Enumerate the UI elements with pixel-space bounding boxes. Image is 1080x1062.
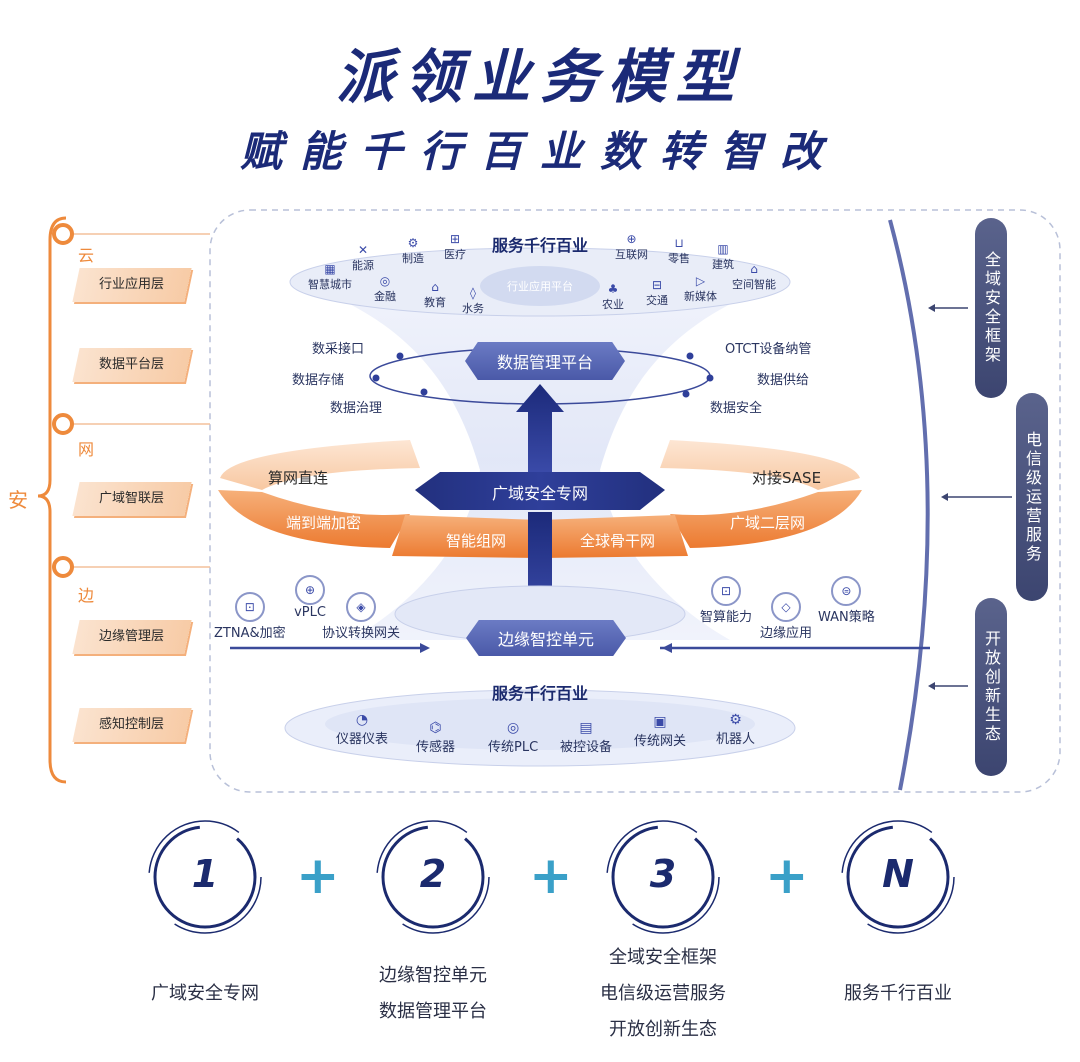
industry-education: ⌂ 教育 xyxy=(424,280,446,310)
gauge-icon: ◔ xyxy=(336,712,388,728)
edge-right-item: ⊡ 智算能力 xyxy=(700,576,752,625)
wan-segment: 全球骨干网 xyxy=(580,530,655,551)
edge-left-item: ◈ 协议转换网关 xyxy=(322,592,400,641)
gateway-device-icon: ▣ xyxy=(634,714,686,730)
wan-segment: 智能组网 xyxy=(446,530,506,551)
industry-agriculture: ♣ 农业 xyxy=(602,282,624,312)
cloud-node-label: 云 xyxy=(78,242,94,266)
layer-data-platform: 数据平台层 xyxy=(72,348,191,382)
finance-icon: ◎ xyxy=(374,274,396,288)
plus-operator: + xyxy=(765,846,809,906)
edge-node-label: 边 xyxy=(78,582,94,606)
industry-transport: ⊟ 交通 xyxy=(646,278,668,308)
industry-energy: ✕ 能源 xyxy=(352,243,374,273)
bottom-platform-title: 服务千行百业 xyxy=(470,680,610,704)
industry-finance: ◎ 金融 xyxy=(374,274,396,304)
spatial-icon: ⌂ xyxy=(732,262,776,276)
data-right-item: 数据供给 xyxy=(757,369,809,388)
device-item: ◎ 传统PLC xyxy=(488,720,538,755)
robot-arm-icon: ⚙ xyxy=(716,712,755,728)
smart-city-icon: ▦ xyxy=(308,262,352,276)
water-icon: ◊ xyxy=(462,286,484,300)
transport-icon: ⊟ xyxy=(646,278,668,292)
vplc-icon: ⊕ xyxy=(295,575,325,605)
agriculture-icon: ♣ xyxy=(602,282,624,296)
sensor-icon: ⌬ xyxy=(416,720,455,736)
industry-construction: ▥ 建筑 xyxy=(712,242,734,272)
pill-carrier-operations: 电信级运营服务 xyxy=(1016,393,1048,601)
data-right-item: OTCT设备纳管 xyxy=(725,338,811,357)
formula-caption-1: 广域安全专网 xyxy=(105,976,305,1012)
lock-icon: ⊡ xyxy=(235,592,265,622)
network-node-label: 网 xyxy=(78,436,94,460)
education-icon: ⌂ xyxy=(424,280,446,294)
controlled-device-icon: ▤ xyxy=(560,720,612,736)
formula-number-2: 2 xyxy=(393,852,473,896)
plus-operator: + xyxy=(296,846,340,906)
media-icon: ▷ xyxy=(684,274,717,288)
formula-number-n: N xyxy=(858,852,938,896)
industry-new-media: ▷ 新媒体 xyxy=(684,274,717,304)
globe-icon: ⊕ xyxy=(615,232,648,246)
formula-caption-n: 服务千行百业 xyxy=(798,976,998,1012)
data-left-item: 数据治理 xyxy=(330,397,382,416)
plus-operator: + xyxy=(529,846,573,906)
device-item: ▤ 被控设备 xyxy=(560,720,612,755)
edge-app-icon: ◇ xyxy=(771,592,801,622)
pill-open-ecosystem: 开放创新生态 xyxy=(975,598,1007,776)
medical-icon: ⊞ xyxy=(444,232,466,246)
device-item: ⚙ 机器人 xyxy=(716,712,755,747)
data-right-item: 数据安全 xyxy=(710,397,762,416)
layer-wan: 广域智联层 xyxy=(72,482,191,516)
edge-left-item: ⊡ ZTNA&加密 xyxy=(214,592,286,641)
wan-segment: 算网直连 xyxy=(268,467,328,488)
data-platform-box: 数据管理平台 xyxy=(465,342,625,380)
industry-app-platform-label: 行业应用平台 xyxy=(498,278,582,294)
plc-icon: ◎ xyxy=(488,720,538,736)
construction-icon: ▥ xyxy=(712,242,734,256)
industry-spatial-intelligence: ⌂ 空间智能 xyxy=(732,262,776,292)
cloud-node-dot xyxy=(52,223,74,245)
wan-segment: 端到端加密 xyxy=(286,512,361,533)
industry-retail: ⊔ 零售 xyxy=(668,236,690,266)
industry-internet: ⊕ 互联网 xyxy=(615,232,648,262)
layer-industry-app: 行业应用层 xyxy=(72,268,191,302)
wan-segment: 对接SASE xyxy=(752,467,821,488)
wan-policy-icon: ⊜ xyxy=(831,576,861,606)
formula-number-1: 1 xyxy=(165,852,245,896)
energy-icon: ✕ xyxy=(352,243,374,257)
network-node-dot xyxy=(52,413,74,435)
edge-right-item: ◇ 边缘应用 xyxy=(760,592,812,641)
data-left-item: 数采接口 xyxy=(312,338,364,357)
industry-medical: ⊞ 医疗 xyxy=(444,232,466,262)
gateway-icon: ◈ xyxy=(346,592,376,622)
compute-icon: ⊡ xyxy=(711,576,741,606)
device-item: ▣ 传统网关 xyxy=(634,714,686,749)
layer-perception-control: 感知控制层 xyxy=(72,708,191,742)
formula-caption-3: 全域安全框架 电信级运营服务 开放创新生态 xyxy=(563,940,763,1048)
device-item: ⌬ 传感器 xyxy=(416,720,455,755)
formula-number-3: 3 xyxy=(623,852,703,896)
manufacturing-icon: ⚙ xyxy=(402,236,424,250)
edge-node-dot xyxy=(52,556,74,578)
formula-caption-2: 边缘智控单元 数据管理平台 xyxy=(333,958,533,1030)
layer-edge-management: 边缘管理层 xyxy=(72,620,191,654)
industry-manufacturing: ⚙ 制造 xyxy=(402,236,424,266)
wan-title: 广域安全专网 xyxy=(440,480,640,504)
industry-water: ◊ 水务 xyxy=(462,286,484,316)
device-item: ◔ 仪器仪表 xyxy=(336,712,388,747)
data-left-item: 数据存储 xyxy=(292,369,344,388)
edge-unit-box: 边缘智控单元 xyxy=(466,620,626,656)
wan-segment: 广域二层网 xyxy=(730,512,805,533)
pill-security-framework: 全域安全框架 xyxy=(975,218,1007,398)
top-platform-title: 服务千行百业 xyxy=(470,232,610,256)
edge-right-item: ⊜ WAN策略 xyxy=(818,576,875,625)
industry-smart-city: ▦ 智慧城市 xyxy=(308,262,352,292)
retail-icon: ⊔ xyxy=(668,236,690,250)
security-root-label: 安 xyxy=(8,484,28,513)
